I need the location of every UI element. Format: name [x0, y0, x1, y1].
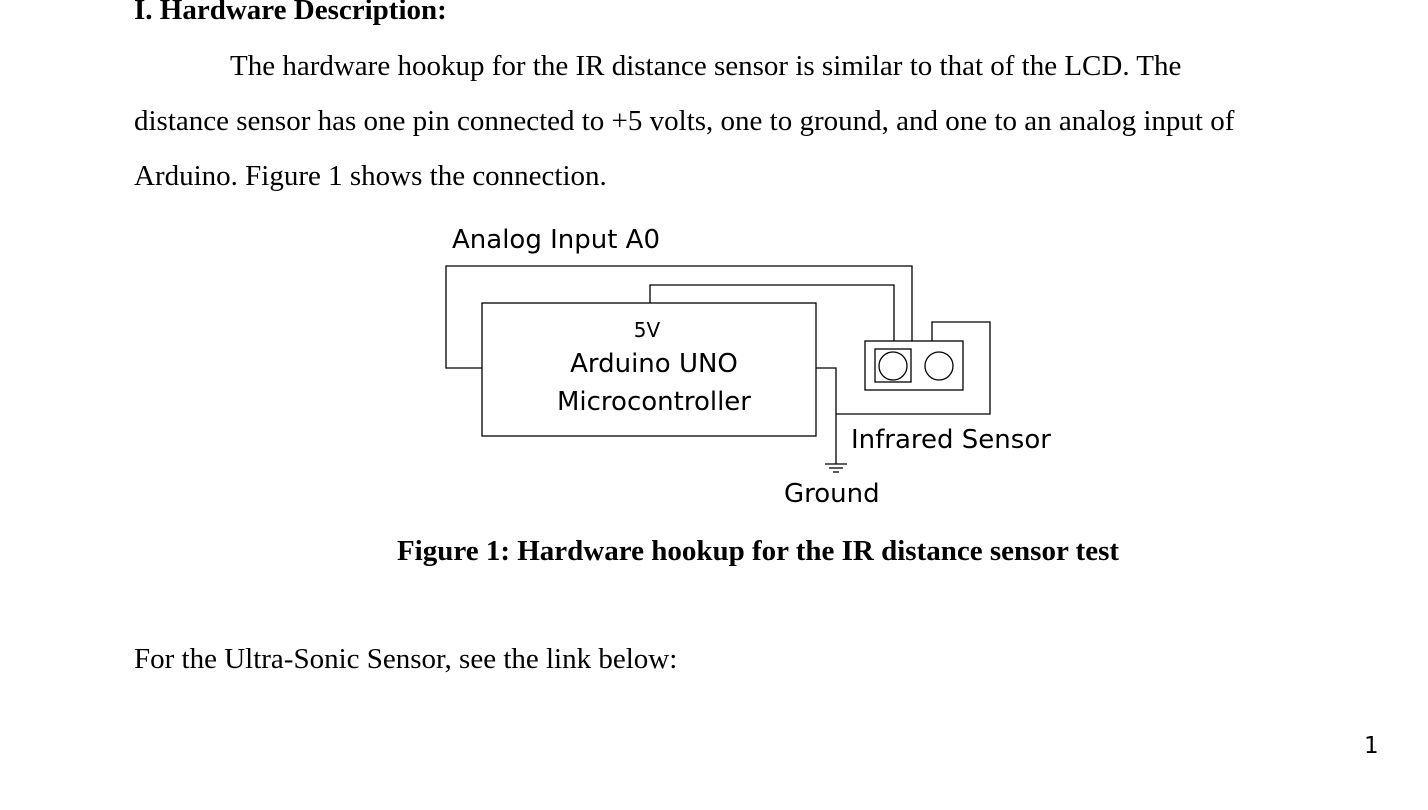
sensor-label: Infrared Sensor: [851, 425, 1051, 455]
receiver-lens: [924, 351, 954, 381]
page-number: 1: [1364, 733, 1379, 759]
arduino-board-box: [481, 302, 817, 437]
ground-wire: [816, 367, 837, 464]
emitter-lens: [878, 351, 908, 381]
ground-label: Ground: [784, 479, 880, 509]
emitter-frame: [874, 348, 912, 383]
body-paragraph: The hardware hookup for the IR distance …: [134, 39, 1364, 204]
paragraph-line: distance sensor has one pin connected to…: [134, 105, 1235, 137]
ground-symbol-icon: [825, 463, 847, 473]
sensor-ground-wire: [836, 321, 991, 415]
figure-caption: Figure 1: Hardware hookup for the IR dis…: [396, 535, 1120, 567]
board-name-label: Arduino UNO: [570, 349, 738, 379]
board-type-label: Microcontroller: [557, 387, 751, 417]
5v-wire: [649, 284, 895, 341]
voltage-label: 5V: [634, 318, 661, 342]
analog-wire: [445, 265, 913, 369]
paragraph-line: The hardware hookup for the IR distance …: [230, 50, 1182, 82]
section-heading: I. Hardware Description:: [134, 0, 447, 26]
analog-input-label: Analog Input A0: [452, 225, 660, 255]
ultrasonic-text: For the Ultra-Sonic Sensor, see the link…: [134, 643, 678, 675]
infrared-sensor-body: [864, 340, 964, 391]
paragraph-line: Arduino. Figure 1 shows the connection.: [134, 160, 607, 192]
